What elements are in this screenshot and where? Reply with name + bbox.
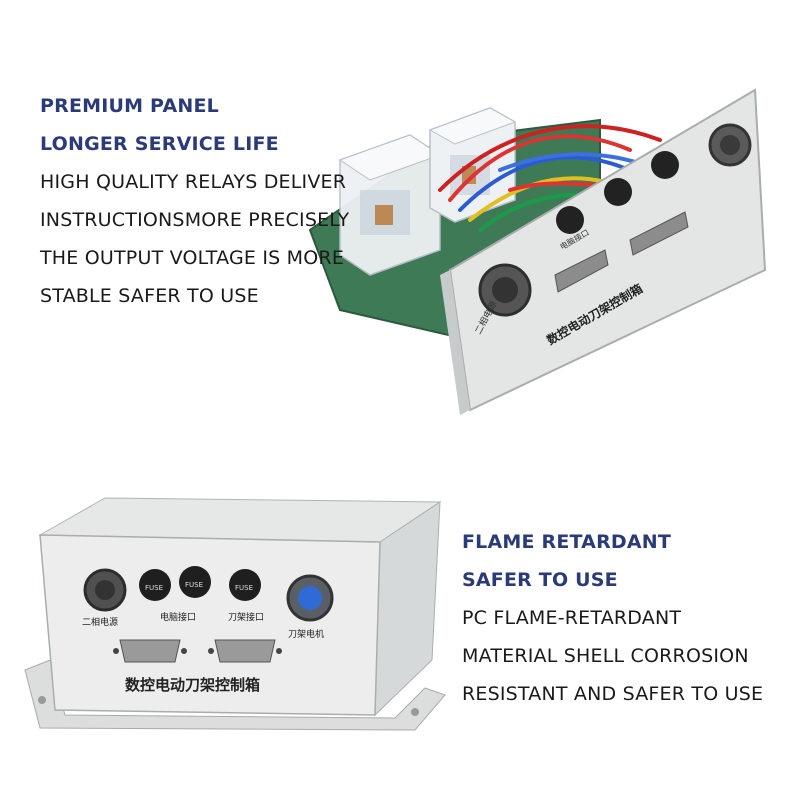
feature-description-line: RESISTANT AND SAFER TO USE [462, 683, 764, 705]
mounting-hole [411, 708, 419, 716]
feature-description-line: PC FLAME-RETARDANT [462, 607, 682, 629]
feature-description-line: MATERIAL SHELL CORROSION [462, 645, 749, 667]
svg-text:FUSE: FUSE [185, 581, 203, 589]
relay-left [338, 134, 442, 276]
feature-heading: SAFER TO USE [462, 569, 618, 591]
dsub-connector [113, 639, 187, 663]
box-label-computer: 电脑接口 [160, 611, 196, 623]
feature-description-line: THE OUTPUT VOLTAGE IS MORE [40, 247, 345, 269]
feature-description-line: HIGH QUALITY RELAYS DELIVER [40, 171, 347, 193]
fuse-holder [556, 206, 584, 234]
dsub-connector [208, 639, 282, 663]
box-label-motor: 刀架电机 [288, 628, 324, 640]
fuse-holder: FUSE [229, 569, 261, 601]
feature-heading: PREMIUM PANEL [40, 95, 219, 117]
feature-description-line: INSTRUCTIONSMORE PRECISELY [40, 209, 350, 231]
dsub-connector [629, 211, 689, 256]
box-feature-block: FLAME RETARDANT SAFER TO USE PC FLAME-RE… [462, 523, 763, 713]
svg-text:FUSE: FUSE [235, 584, 253, 592]
fuse-holder [651, 151, 679, 179]
feature-description-line: STABLE SAFER TO USE [40, 285, 259, 307]
feature-heading: LONGER SERVICE LIFE [40, 133, 279, 155]
fuse-holder [604, 178, 632, 206]
box-front-label: 数控电动刀架控制箱 [125, 676, 260, 694]
panel-feature-block: PREMIUM PANEL LONGER SERVICE LIFE HIGH Q… [40, 87, 349, 315]
fuse-holder: FUSE [179, 566, 211, 598]
box-label-turret: 刀架接口 [228, 611, 264, 623]
fuse-holder: FUSE [139, 569, 171, 601]
box-top [38, 497, 442, 543]
control-box-photo: FUSE FUSE FUSE 二相电源 电脑接口 刀架接口 刀架电机 数控电动刀… [24, 497, 446, 731]
feature-heading: FLAME RETARDANT [462, 531, 672, 553]
mounting-hole [38, 696, 46, 704]
control-panel-photo: 数控电动刀架控制箱 二相电源 电脑接口 [308, 88, 767, 415]
dsub-connector [554, 249, 609, 293]
box-label-power: 二相电源 [82, 616, 118, 628]
svg-text:FUSE: FUSE [145, 584, 163, 592]
